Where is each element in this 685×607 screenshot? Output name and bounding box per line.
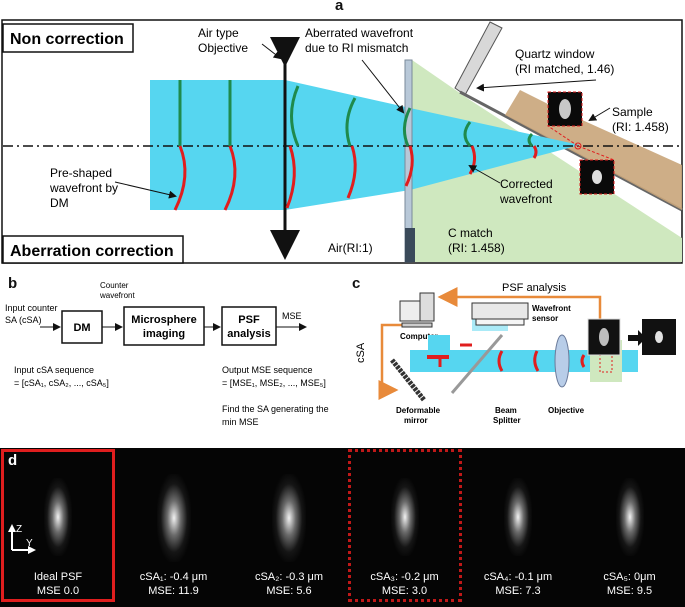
tile-label: cSA₅: 0μm xyxy=(603,571,656,583)
tile-mse: MSE 0.0 xyxy=(36,585,80,597)
psf-tile-csa3: cSA₃: -0.2 μm MSE: 3.0 xyxy=(347,448,462,607)
wavefront-sensor-label-2: sensor xyxy=(532,314,558,323)
microsphere-box xyxy=(123,306,205,346)
best-match-frame xyxy=(348,449,462,602)
panel-b-diagram: Input counter SA (cSA) DM Counter wavefr… xyxy=(5,281,329,427)
computer-label: Computer xyxy=(400,332,438,341)
axis-z-label: Z xyxy=(16,524,22,535)
aberration-correction-label: Aberration correction xyxy=(10,243,174,260)
psf-tile-csa2: cSA₂: -0.3 μm MSE: 5.6 xyxy=(231,448,347,607)
tile-mse: MSE: 9.5 xyxy=(606,585,653,597)
panel-a-letter: a xyxy=(335,0,344,14)
quartz-label-2: (RI matched, 1.46) xyxy=(515,62,614,76)
psf-spot xyxy=(156,474,191,562)
beam-splitter-label-2: Splitter xyxy=(493,416,521,425)
panel-b-letter: b xyxy=(8,275,18,292)
wavefront-sensor-label-1: Wavefront xyxy=(532,304,571,313)
objective-label-2: Objective xyxy=(198,41,248,55)
input-label-1: Input counter xyxy=(5,303,58,313)
psf-tile-csa1: cSA₁: -0.4 μm MSE: 11.9 xyxy=(116,448,231,607)
psf-box-label-2: analysis xyxy=(227,328,270,340)
microsphere-label-2: imaging xyxy=(143,328,185,340)
aberrated-wavefronts xyxy=(178,80,534,148)
panel-d-letter: d xyxy=(8,452,18,469)
psf-tile-ideal: Ideal PSF MSE 0.0 xyxy=(0,448,116,607)
preshaped-label-1: Pre-shaped xyxy=(50,166,112,180)
deformable-mirror-icon xyxy=(390,358,426,402)
sample-label-1: Sample xyxy=(612,105,653,119)
corrected-label-2: wavefront xyxy=(499,192,553,206)
tile-mse: MSE: 5.6 xyxy=(266,585,312,597)
tile-label: cSA₂: -0.3 μm xyxy=(254,571,324,583)
axis-y-label: Y xyxy=(26,538,33,549)
input-sequence-1: Input cSA sequence xyxy=(14,365,94,375)
output-sequence-2: = [MSE₁, MSE₂, ..., MSE₅] xyxy=(222,378,326,388)
psf-spot xyxy=(272,474,306,562)
psf-tile-csa4: cSA₄: -0.1 μm MSE: 7.3 xyxy=(462,448,574,607)
csa-label: cSA xyxy=(355,342,367,363)
beam-path xyxy=(410,350,638,372)
objective-label: Objective xyxy=(548,406,585,415)
non-correction-box xyxy=(2,23,134,53)
psf-spot xyxy=(504,478,532,556)
psf-box-label-1: PSF xyxy=(238,314,260,326)
psf-analysis-box xyxy=(221,306,277,346)
deformable-label-1: Deformable xyxy=(396,406,441,415)
beam-splitter-label-1: Beam xyxy=(495,406,517,415)
corrected-label-1: Corrected xyxy=(500,177,553,191)
aberration-correction-box xyxy=(2,235,184,264)
cmatch-label-2: (RI: 1.458) xyxy=(448,241,505,255)
objective-lens-icon xyxy=(554,334,570,388)
tile-label: cSA₄: -0.1 μm xyxy=(483,571,553,583)
tile-mse: MSE: 7.3 xyxy=(495,585,541,597)
input-sequence-2: = [cSA₁, cSA₂, ..., cSA₅] xyxy=(14,378,109,388)
sample-label-2: (RI: 1.458) xyxy=(612,120,669,134)
tile-label: cSA₁: -0.4 μm xyxy=(139,571,208,583)
quartz-label-1: Quartz window xyxy=(515,47,595,61)
matching-medium xyxy=(405,60,682,262)
ideal-psf-frame xyxy=(1,449,115,602)
beam-splitter-icon xyxy=(450,334,504,394)
wavefront-sensor-icon xyxy=(471,302,529,326)
preshaped-label-3: DM xyxy=(50,196,69,210)
beam-wavefronts xyxy=(438,343,586,372)
psf-spot xyxy=(44,478,72,556)
psf-analysis-label: PSF analysis xyxy=(502,282,567,294)
panel-c-letter: c xyxy=(352,275,361,292)
dm-box-label: DM xyxy=(73,322,90,334)
tile-mse: MSE: 3.0 xyxy=(381,585,428,597)
counter-label-1: Counter xyxy=(100,281,129,290)
tile-label: Ideal PSF xyxy=(33,571,83,583)
input-label-2: SA (cSA) xyxy=(5,315,42,325)
microsphere-label-1: Microsphere xyxy=(131,314,196,326)
panel-c-diagram: PSF analysis cSA Computer Wavefront sens… xyxy=(355,282,676,425)
cmatch-label-1: C match xyxy=(448,226,493,240)
non-correction-label: Non correction xyxy=(10,31,124,48)
output-sequence-1: Output MSE sequence xyxy=(222,365,313,375)
objective-label-1: Air type xyxy=(198,26,239,40)
panel-a-diagram: Non correction Aberration correction Air… xyxy=(1,19,683,264)
preshaped-wavefronts xyxy=(173,145,538,211)
mse-output-label: MSE xyxy=(282,311,302,321)
computer-icon xyxy=(399,292,435,328)
air-label: Air(RI:1) xyxy=(328,241,373,255)
psf-tile-csa5: cSA₅: 0μm MSE: 9.5 xyxy=(574,448,685,607)
beam-right xyxy=(410,108,580,190)
beam-left xyxy=(150,80,410,210)
find-min-2: min MSE xyxy=(222,417,259,427)
psf-spot xyxy=(615,478,644,556)
aberrated-label-2: due to RI mismatch xyxy=(305,41,408,55)
tile-label: cSA₃: -0.2 μm xyxy=(370,571,439,583)
counter-label-2: wavefront xyxy=(99,291,135,300)
aberrated-label-1: Aberrated wavefront xyxy=(305,26,414,40)
zy-axis-indicator: Z Y xyxy=(8,524,36,554)
find-min-1: Find the SA generating the xyxy=(222,404,329,414)
psf-spot xyxy=(390,478,419,556)
tile-mse: MSE: 11.9 xyxy=(148,585,199,597)
preshaped-label-2: wavefront by xyxy=(49,181,118,195)
deformable-label-2: mirror xyxy=(404,416,428,425)
